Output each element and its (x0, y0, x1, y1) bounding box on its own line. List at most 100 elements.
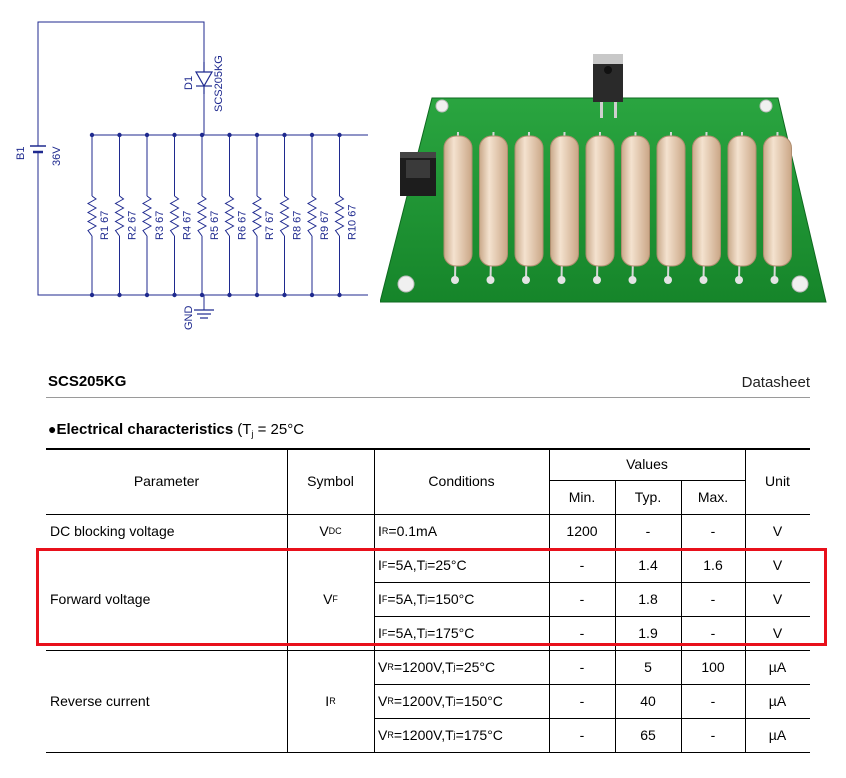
table-rule (374, 582, 810, 583)
resistor-r10: R10 67 (334, 132, 359, 298)
resistor-r7: R7 67 (251, 132, 276, 298)
pcb-resistor (692, 131, 721, 284)
table-rule (46, 650, 810, 651)
section-heading: ●Electrical characteristics(Tj = 25°C (48, 421, 304, 439)
diode-ref: D1 (183, 76, 195, 90)
resistor-r8: R8 67 (279, 132, 304, 298)
min-cell: - (579, 557, 585, 573)
table-rule (46, 752, 810, 753)
resistor-label: R7 67 (264, 211, 276, 240)
table-rule (615, 480, 616, 752)
header-symbol: Symbol (307, 473, 354, 489)
pcb-render (380, 54, 827, 303)
header-values: Values (626, 456, 668, 472)
typ-cell: 5 (644, 659, 652, 675)
resistor-label: R3 67 (154, 211, 166, 240)
forward-voltage-highlight (36, 548, 827, 646)
min-cell: 1200 (566, 523, 598, 539)
header-unit: Unit (765, 473, 790, 489)
max-cell: - (710, 693, 716, 709)
table-rule (46, 448, 810, 450)
min-cell: - (579, 625, 585, 641)
typ-cell: 40 (640, 693, 656, 709)
pcb-resistor (621, 131, 650, 284)
resistor-r1: R1 67 (86, 132, 111, 298)
battery-value: 36V (51, 146, 63, 166)
resistor-label: R8 67 (292, 211, 304, 240)
unit-cell: µA (768, 727, 787, 743)
resistor-label: R1 67 (99, 211, 111, 240)
pcb-resistor (479, 131, 508, 284)
table-rule (374, 448, 375, 752)
table-rule (374, 616, 810, 617)
unit-cell: V (772, 625, 783, 641)
divider (46, 397, 810, 398)
resistor-label: R6 67 (237, 211, 249, 240)
max-cell: - (710, 591, 716, 607)
typ-cell: 1.8 (638, 591, 658, 607)
resistor-r5: R5 67 (196, 132, 221, 298)
header-conditions: Conditions (428, 473, 495, 489)
parameter-cell: Reverse current (50, 693, 150, 709)
min-cell: - (579, 727, 585, 743)
table-rule (374, 684, 810, 685)
min-cell: - (579, 591, 585, 607)
header-parameter: Parameter (133, 473, 200, 489)
max-cell: 100 (701, 659, 725, 675)
table-rule (681, 480, 682, 752)
parameter-cell: DC blocking voltage (50, 523, 175, 539)
pcb-resistor (727, 131, 757, 284)
unit-cell: V (772, 591, 783, 607)
section-title: Electrical characteristics (56, 421, 234, 438)
resistor-label: R10 67 (347, 205, 359, 240)
unit-cell: V (772, 557, 783, 573)
diode-symbol (194, 62, 214, 94)
datasheet-tag: Datasheet (741, 374, 810, 391)
resistor-label: R4 67 (182, 211, 194, 240)
typ-cell: 1.4 (638, 557, 658, 573)
parameter-cell: Forward voltage (50, 591, 151, 607)
typ-cell: 65 (640, 727, 656, 743)
table-rule (549, 448, 550, 752)
battery-symbol (30, 142, 46, 158)
unit-cell: V (772, 523, 783, 539)
resistor-label: R5 67 (209, 211, 221, 240)
ground-label: GND (183, 306, 195, 331)
pcb-resistor (514, 131, 544, 284)
pcb-resistor (443, 131, 473, 284)
pcb-resistor (550, 131, 579, 284)
unit-cell: µA (768, 659, 787, 675)
diode-part: SCS205KG (213, 55, 225, 112)
table-rule (745, 448, 746, 752)
terminal-connector (400, 152, 436, 196)
header-typ: Typ. (634, 489, 662, 505)
table-rule (549, 480, 745, 481)
bullet-icon: ● (48, 421, 57, 437)
pcb-resistor (585, 131, 615, 284)
max-cell: - (710, 625, 716, 641)
max-cell: 1.6 (703, 557, 723, 573)
unit-cell: µA (768, 693, 787, 709)
table-rule (374, 718, 810, 719)
resistor-r4: R4 67 (169, 132, 194, 298)
header-max: Max. (697, 489, 729, 505)
resistor-label: R9 67 (319, 211, 331, 240)
resistor-r6: R6 67 (224, 132, 249, 298)
resistor-label: R2 67 (127, 211, 139, 240)
min-cell: - (579, 693, 585, 709)
pcb-resistor (763, 131, 792, 284)
pcb-resistor (656, 131, 686, 284)
typ-cell: - (645, 523, 651, 539)
typ-cell: 1.9 (638, 625, 658, 641)
